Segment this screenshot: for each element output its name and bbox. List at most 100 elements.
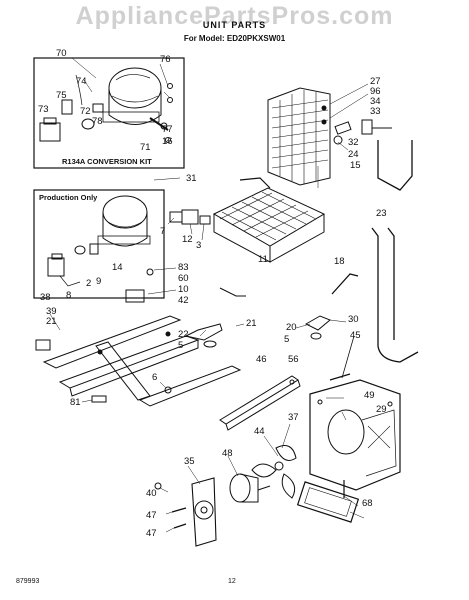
leader-lines xyxy=(49,57,369,533)
callout-16: 16 xyxy=(162,136,173,147)
callout-6: 6 xyxy=(152,372,157,383)
callout-38: 38 xyxy=(40,292,51,303)
callout-35: 35 xyxy=(184,456,195,467)
r134a-kit-box: R134A CONVERSION KIT xyxy=(33,57,185,169)
page-number: 12 xyxy=(228,578,236,585)
callout-60: 60 xyxy=(178,273,189,284)
fan-blade xyxy=(251,445,297,499)
callout-12: 12 xyxy=(182,234,193,245)
callout-11: 11 xyxy=(258,254,268,265)
callout-77: 77 xyxy=(162,124,173,135)
callout-45: 45 xyxy=(350,330,361,341)
fan-bracket xyxy=(191,477,217,547)
kit-grommet xyxy=(167,83,173,89)
callout-22: 22 xyxy=(178,329,189,340)
evaporator-coil xyxy=(212,177,326,263)
production-only-box: Production Only xyxy=(33,189,165,299)
callout-37: 37 xyxy=(288,412,299,423)
relay-kit xyxy=(61,99,104,130)
callout-68: 68 xyxy=(362,498,373,509)
fan-motor xyxy=(229,473,271,503)
diagram-title: UNIT PARTS xyxy=(202,20,267,30)
production-only-label: Production Only xyxy=(39,193,98,202)
callout-74: 74 xyxy=(76,76,87,87)
callout-49: 49 xyxy=(364,390,375,401)
callout-72: 72 xyxy=(80,106,91,117)
part-21-right xyxy=(304,315,331,331)
callout-71: 71 xyxy=(140,142,151,153)
drier-parts xyxy=(333,119,392,145)
callout-9: 9 xyxy=(96,276,101,287)
callout-75: 75 xyxy=(56,90,67,101)
part-40 xyxy=(171,507,187,513)
part-56 xyxy=(164,386,172,394)
callout-numbers: 7076747572737877711631279634333224157123… xyxy=(38,48,387,539)
callout-23: 23 xyxy=(376,208,387,219)
base-frame xyxy=(42,315,242,407)
condenser-coil xyxy=(267,87,331,186)
part-6 xyxy=(91,395,107,403)
callout-3: 3 xyxy=(196,240,201,251)
diagram-code: 879993 xyxy=(16,578,40,585)
callout-5: 5 xyxy=(178,340,183,351)
callout-27: 27 xyxy=(370,76,381,87)
callout-78: 78 xyxy=(92,116,103,127)
part-30 xyxy=(341,335,355,379)
callout-21: 21 xyxy=(246,318,257,329)
r134a-kit-label: R134A CONVERSION KIT xyxy=(62,157,152,166)
callout-24: 24 xyxy=(348,149,359,160)
callout-47: 47 xyxy=(146,510,157,521)
callout-5: 5 xyxy=(284,334,289,345)
callout-14: 14 xyxy=(112,262,123,273)
callout-73: 73 xyxy=(38,104,49,115)
callout-30: 30 xyxy=(348,314,359,325)
callout-18: 18 xyxy=(334,256,345,267)
part-35 xyxy=(154,482,162,490)
callout-47: 47 xyxy=(146,528,157,539)
compressor-production xyxy=(97,195,151,247)
callout-70: 70 xyxy=(56,48,67,59)
model-line: For Model: ED20PKXSW01 xyxy=(183,34,286,43)
watermark: AppliancePartsPros.com xyxy=(75,2,394,30)
part-18 xyxy=(146,268,154,276)
callout-39: 39 xyxy=(46,306,57,317)
callout-48: 48 xyxy=(222,448,233,459)
callout-2: 2 xyxy=(86,278,91,289)
tube-23 xyxy=(331,273,359,295)
callout-15: 15 xyxy=(350,160,361,171)
callout-34: 34 xyxy=(370,96,381,107)
callout-31: 31 xyxy=(186,173,197,184)
callout-21: 21 xyxy=(46,316,57,327)
callout-29: 29 xyxy=(376,404,387,415)
callout-10: 10 xyxy=(178,284,189,295)
tube-34 xyxy=(377,140,413,191)
callout-33: 33 xyxy=(370,106,381,117)
callout-20: 20 xyxy=(286,322,297,333)
callout-42: 42 xyxy=(178,295,189,306)
tube-38 xyxy=(371,227,419,363)
part-7 xyxy=(181,209,199,225)
callout-40: 40 xyxy=(146,488,157,499)
fan-shroud-housing xyxy=(309,379,401,491)
overload-production xyxy=(47,257,65,277)
callout-46: 46 xyxy=(256,354,267,365)
drain-pan xyxy=(296,481,360,523)
part-21-left xyxy=(184,323,223,341)
callout-8: 8 xyxy=(66,290,71,301)
callout-32: 32 xyxy=(348,137,359,148)
callout-96: 96 xyxy=(370,86,381,97)
part-39 xyxy=(35,339,51,351)
callout-56: 56 xyxy=(288,354,299,365)
kit-wire xyxy=(75,74,83,106)
callout-7: 7 xyxy=(160,226,165,237)
overload-kit xyxy=(39,117,61,142)
callout-44: 44 xyxy=(254,426,265,437)
part-46 xyxy=(289,379,295,385)
callout-76: 76 xyxy=(160,54,171,65)
callout-81: 81 xyxy=(70,397,81,408)
compressor-kit xyxy=(102,67,169,131)
rail-45 xyxy=(219,375,299,425)
part-83 xyxy=(219,287,246,297)
